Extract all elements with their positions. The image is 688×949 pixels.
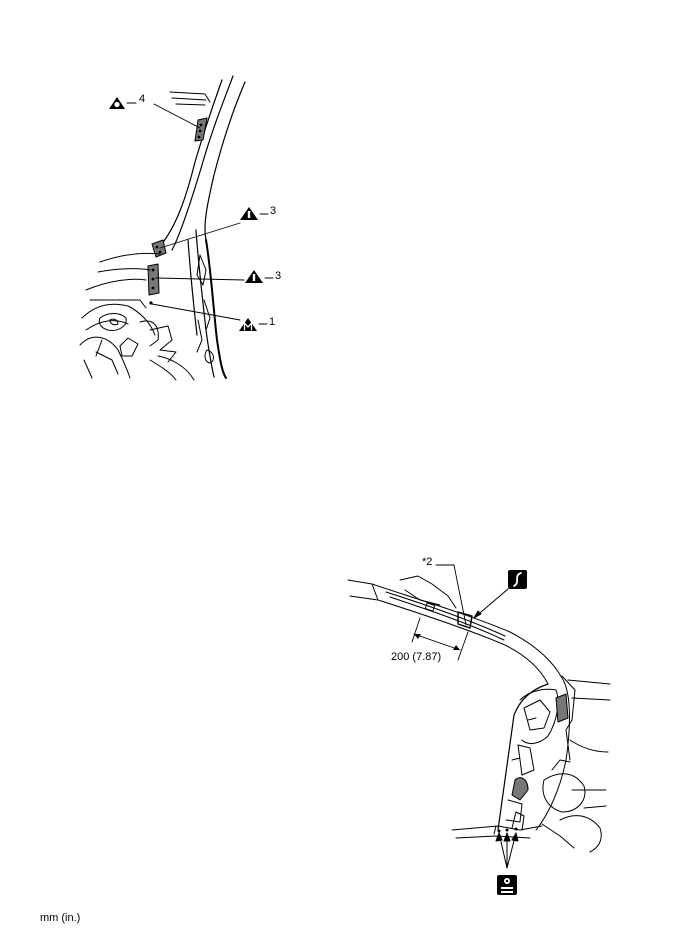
bottom-roof-rail xyxy=(347,575,563,685)
bottom-weld-arrows xyxy=(495,832,519,869)
top-inner-panel xyxy=(196,254,215,364)
weld-symbol-icon-1 xyxy=(239,318,268,331)
top-roof-rail xyxy=(169,91,211,106)
weld-symbol-icon-3b xyxy=(245,270,274,283)
callout-number-1: 1 xyxy=(269,316,276,328)
dimension-label: 200 (7.87) xyxy=(391,651,442,663)
top-weld-groups xyxy=(147,117,208,305)
weld-symbol-icon-4 xyxy=(109,97,137,109)
saw-cut-icon xyxy=(473,570,527,619)
reference-label: *2 xyxy=(422,556,433,568)
bottom-right-structure xyxy=(541,675,611,853)
dimension-line-200 xyxy=(411,564,469,661)
callout-number-3a: 3 xyxy=(270,205,277,217)
top-a-pillar xyxy=(159,75,246,379)
units-note: mm (in.) xyxy=(40,912,81,924)
callout-number-3b: 3 xyxy=(275,270,282,282)
top-leader-lines xyxy=(151,103,245,321)
callout-number-4: 4 xyxy=(139,93,146,105)
weld-symbol-icon-3a xyxy=(240,207,269,220)
spot-weld-icon xyxy=(497,875,517,895)
bottom-rocker-sill xyxy=(451,811,543,839)
top-cowl-structure xyxy=(79,252,195,381)
